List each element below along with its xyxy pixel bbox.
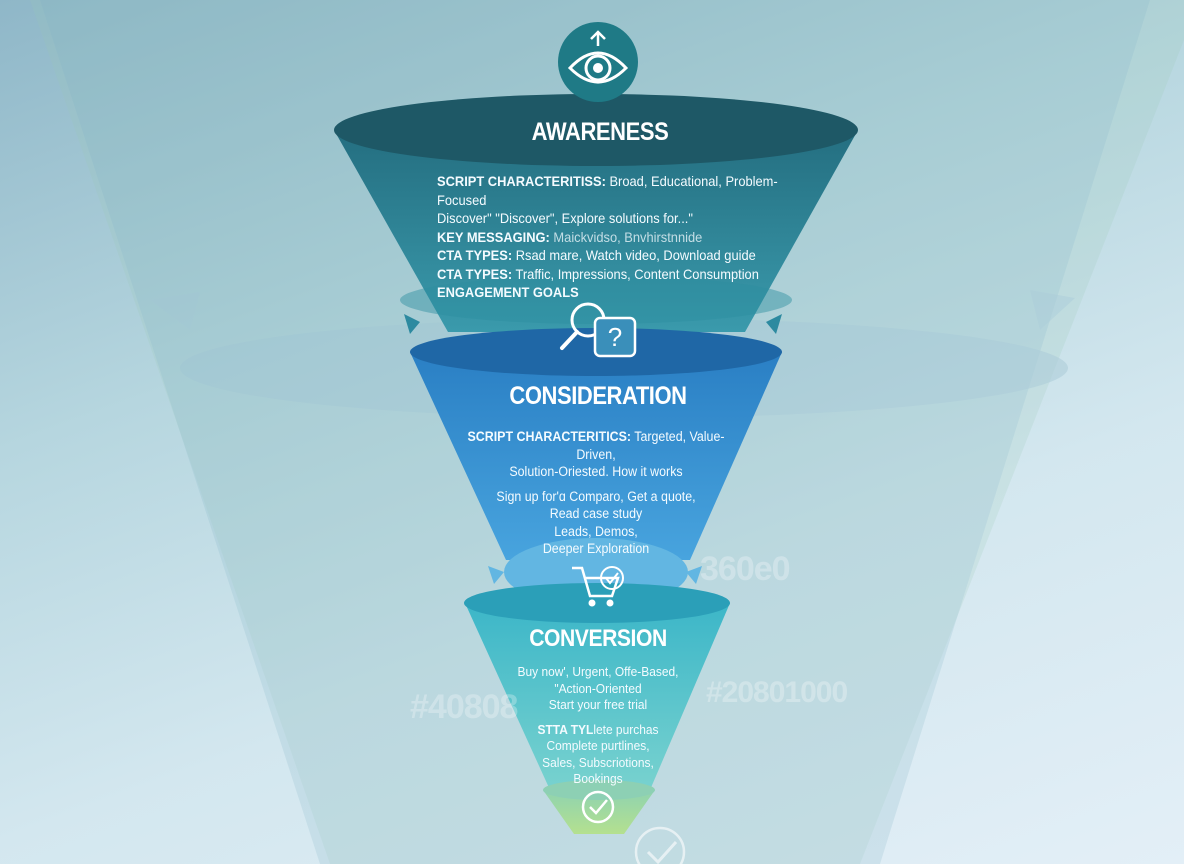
consideration-line-4: Read case study xyxy=(549,506,643,521)
conversion-line4-text: lete purchas xyxy=(593,721,659,737)
awareness-line4-text: Rsad mare, Watch video, Download guide xyxy=(515,247,756,263)
awareness-line-2: Discover" "Discover", Explore solutions … xyxy=(437,210,693,226)
conversion-line-2: "Action-Oriented xyxy=(554,680,642,696)
awareness-line5-label: CTA TYPES: xyxy=(437,265,513,282)
consideration-line1-label: SCRIPT CHARACTERITICS: xyxy=(467,429,632,444)
conversion-line-4: STTA TYLlete purchas xyxy=(488,722,709,739)
magnifier-question-icon: ? xyxy=(560,302,637,358)
consideration-line-3: Sign up for'ɑ Comparo, Get a quote, xyxy=(496,488,696,504)
awareness-layer xyxy=(334,94,858,334)
tip-layer xyxy=(543,780,655,834)
conversion-details: Buy now', Urgent, Offe-Based, "Action-Or… xyxy=(488,664,709,788)
consideration-title: CONSIDERATION xyxy=(509,382,687,410)
conversion-line-6: Sales, Subscriotions, xyxy=(542,754,654,770)
awareness-line-3: KEY MESSAGING: Maickvidso, Bnvhirstnnide xyxy=(437,228,805,247)
conversion-line-3: Start your free trial xyxy=(548,697,648,712)
watermark-left: #40808 xyxy=(410,688,518,726)
awareness-line1-label: SCRIPT CHARACTERITISS: xyxy=(437,173,606,189)
consideration-line-6: Deeper Exploration xyxy=(542,541,650,556)
consideration-line-5: Leads, Demos, xyxy=(554,523,638,539)
consideration-details: SCRIPT CHARACTERITICS: Targeted, Value-D… xyxy=(458,428,734,558)
awareness-details: SCRIPT CHARACTERITISS: Broad, Educationa… xyxy=(437,172,805,302)
cart-check-icon xyxy=(572,566,624,607)
awareness-line-4: CTA TYPES: Rsad mare, Watch video, Downl… xyxy=(437,246,805,265)
conversion-title: CONVERSION xyxy=(529,625,667,652)
consideration-line-2: Solution-Oriested. How it works xyxy=(509,464,683,479)
awareness-line-5: CTA TYPES: Traffic, Impressions, Content… xyxy=(437,265,805,284)
awareness-line1-text: Broad, Educational, Problem-Focused xyxy=(437,173,778,208)
watermark-right: #20801000 xyxy=(706,676,848,709)
awareness-line5-text: Traffic, Impressions, Content Consumptio… xyxy=(515,265,759,282)
eye-icon xyxy=(558,22,638,102)
awareness-line-6: ENGAGEMENT GOALS xyxy=(437,283,805,302)
check-circle-icon xyxy=(581,790,615,824)
conversion-line4-label: STTA TYL xyxy=(537,721,594,737)
conversion-line-7: Bookings xyxy=(573,771,623,786)
awareness-line6-label: ENGAGEMENT GOALS xyxy=(437,284,579,300)
awareness-line4-label: CTA TYPES: xyxy=(437,247,513,263)
faint-check-icon xyxy=(634,826,686,864)
conversion-line-1: Buy now', Urgent, Offe-Based, xyxy=(517,664,679,679)
awareness-line-1: SCRIPT CHARACTERITISS: Broad, Educationa… xyxy=(437,172,805,209)
consideration-line-1: SCRIPT CHARACTERITICS: Targeted, Value-D… xyxy=(458,428,734,463)
svg-text:?: ? xyxy=(608,322,622,352)
consideration-line1-text: Targeted, Value-Driven, xyxy=(576,429,725,462)
awareness-line3-label: KEY MESSAGING: xyxy=(437,228,550,245)
awareness-line3-text: Maickvidso, Bnvhirstnnide xyxy=(553,228,703,245)
conversion-layer xyxy=(464,583,730,790)
conversion-line-5: Complete purtlines, xyxy=(546,738,650,753)
awareness-title: AWARENESS xyxy=(531,118,669,146)
watermark-mid: 360e0 xyxy=(700,550,791,588)
